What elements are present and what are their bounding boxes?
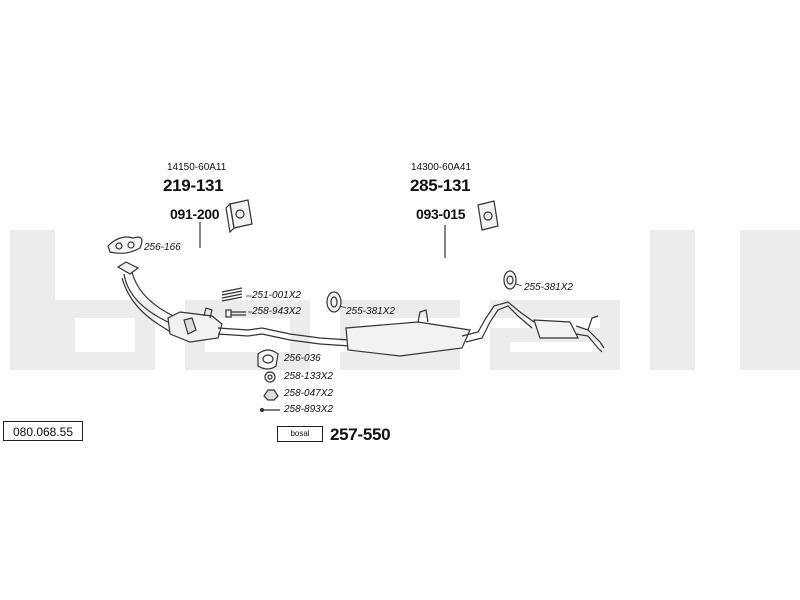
kit-part-number: 257-550 — [330, 425, 391, 444]
front-pipe-part-number: 219-131 — [163, 176, 224, 195]
bolts-label: 258-943X2 — [252, 306, 301, 317]
diagram-number: 080.068.55 — [3, 421, 83, 441]
front-clamp-part-number: 091-200 — [170, 206, 220, 222]
clamp-icon — [225, 199, 253, 234]
bolt-label: 258-893X2 — [284, 404, 333, 415]
rubber-mount-icon — [326, 291, 342, 313]
rubber-rear-label: 255-381X2 — [524, 282, 573, 293]
spring-icon — [221, 287, 243, 302]
middle-silencer — [261, 301, 535, 357]
washer-icon — [264, 371, 276, 383]
rear-clamp-part-number: 093-015 — [416, 206, 466, 222]
ring-icon — [257, 349, 279, 370]
bosal-watermark — [10, 230, 800, 370]
rear-pipe-part-number: 285-131 — [410, 176, 471, 195]
rubber-mount-rear-icon — [503, 270, 517, 290]
washer-label: 258-133X2 — [284, 371, 333, 382]
front-pipe-oe-ref: 14150-60A11 — [167, 162, 227, 173]
small-bolt-icon — [259, 407, 280, 413]
bolt-icon — [225, 309, 246, 318]
nut-label: 258-047X2 — [284, 388, 333, 399]
gasket-label: 256-166 — [144, 242, 181, 253]
ring-label: 256-036 — [284, 353, 321, 364]
gasket-icon — [107, 236, 143, 254]
nut-icon — [263, 389, 279, 401]
springs-label: 251-001X2 — [252, 290, 301, 301]
rear-clamp-icon — [477, 200, 499, 231]
bosal-kit-box: bosal — [277, 426, 323, 442]
front-downpipe — [116, 261, 263, 343]
rubber-front-label: 255-381X2 — [346, 306, 395, 317]
rear-pipe-oe-ref: 14300-60A41 — [411, 162, 472, 173]
rear-silencer — [533, 315, 605, 353]
